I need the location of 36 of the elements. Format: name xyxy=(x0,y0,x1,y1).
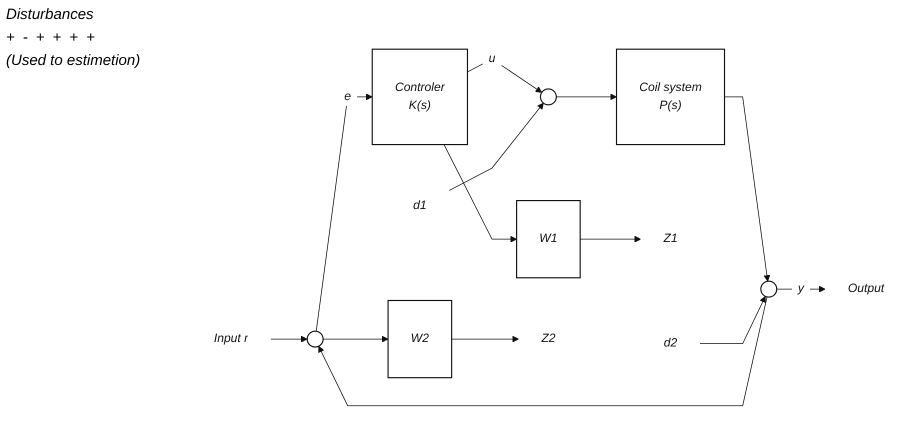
node-box: W1 xyxy=(516,200,581,278)
arrow xyxy=(448,102,544,190)
node-box: Coil system P(s) xyxy=(616,48,726,145)
arrow xyxy=(318,296,768,406)
node-circle xyxy=(540,88,557,106)
arrow xyxy=(700,296,766,344)
node-text: d2 xyxy=(664,336,678,350)
sign-label: + xyxy=(69,29,78,46)
node-box: Controler K(s) xyxy=(372,48,468,145)
edge-label: u xyxy=(488,52,496,65)
arrow xyxy=(724,96,770,282)
node-circle xyxy=(306,330,324,348)
arrow xyxy=(451,335,519,342)
node-text: Z1 xyxy=(663,232,678,245)
edge-label: y xyxy=(798,282,804,295)
sign-label: + xyxy=(36,29,45,46)
sign-label: - xyxy=(22,29,28,46)
edge-label: e xyxy=(344,90,352,103)
arrow xyxy=(270,335,308,342)
node-text: Input r xyxy=(214,332,248,345)
node-text: Z2 xyxy=(541,332,556,345)
sign-label: + xyxy=(52,29,62,46)
arrow xyxy=(316,93,373,332)
node-text: Output xyxy=(848,282,884,295)
node-box: W2 xyxy=(388,300,452,378)
sign-label: + xyxy=(6,29,15,46)
arrow xyxy=(580,235,642,242)
arrow xyxy=(444,144,517,242)
arrow xyxy=(556,93,617,100)
node-circle xyxy=(760,280,778,298)
group-label: Disturbances xyxy=(6,6,95,23)
node-text: d1 xyxy=(413,198,427,212)
arrow xyxy=(322,335,388,342)
sign-label: + xyxy=(86,29,95,46)
note-text: (Used to estimetion) xyxy=(6,52,142,69)
arrow xyxy=(776,285,826,292)
